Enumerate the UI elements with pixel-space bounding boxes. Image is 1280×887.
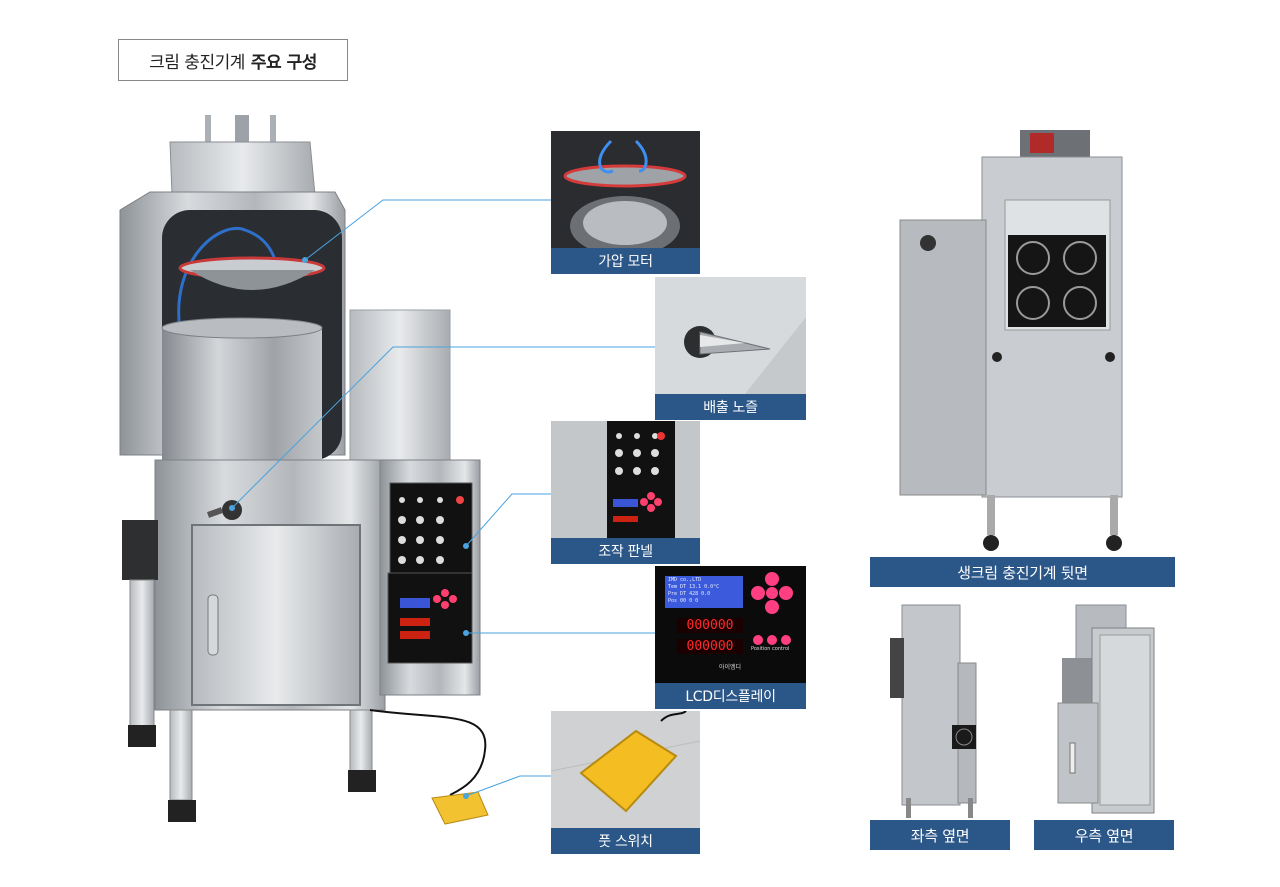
title-normal: 크림 충진기계 [149, 52, 245, 73]
foot-switch-closeup-image [551, 711, 700, 828]
position-dpad [751, 572, 793, 614]
position-control-label: Position control [751, 646, 790, 652]
photo-back-view: 생크림 충진기계 뒷면 [870, 125, 1175, 587]
panel-closeup-image [551, 421, 700, 538]
lcd-line-1: IMD co.,LTD [668, 577, 702, 583]
nozzle-closeup-image [655, 277, 806, 394]
caption-foot-switch: 풋 스위치 [551, 828, 700, 854]
title-bold: 주요 구성 [250, 52, 317, 73]
right-view-image [1057, 604, 1155, 814]
page-title: 크림 충진기계 주요 구성 [118, 39, 348, 81]
photo-foot-switch: 풋 스위치 [551, 711, 700, 854]
caption-motor: 가압 모터 [551, 248, 700, 274]
position-buttons [753, 630, 791, 649]
photo-lcd: IMD co.,LTD Tem DT 13.1 0.0°C Pre DT 428… [655, 566, 806, 709]
lcd-screen: IMD co.,LTD Tem DT 13.1 0.0°C Pre DT 428… [665, 576, 743, 608]
left-view-image [890, 604, 977, 818]
counter-2: 000000 [677, 639, 743, 654]
counter-1: 000000 [677, 618, 743, 633]
lcd-line-3: Pre DT 428 0.0 [668, 591, 711, 597]
back-view-image [899, 130, 1123, 551]
caption-back-view: 생크림 충진기계 뒷면 [870, 557, 1175, 587]
photo-nozzle: 배출 노즐 [655, 277, 806, 420]
photo-panel: 조작 판넬 [551, 421, 700, 564]
motor-closeup-image [551, 131, 700, 256]
caption-nozzle: 배출 노즐 [655, 394, 806, 420]
lcd-line-2: Tem DT 13.1 0.0°C [668, 584, 720, 590]
photo-right-view: 우측 옆면 [1034, 603, 1174, 850]
caption-right-view: 우측 옆면 [1034, 820, 1174, 850]
caption-lcd: LCD디스플레이 [655, 683, 806, 709]
main-machine-photo [119, 115, 489, 825]
caption-left-view: 좌측 옆면 [870, 820, 1010, 850]
photo-motor: 가압 모터 [551, 131, 700, 274]
photo-left-view: 좌측 옆면 [870, 603, 1010, 850]
lcd-line-4: Pos 00 0 0 [668, 598, 699, 604]
caption-panel: 조작 판넬 [551, 538, 700, 564]
brand-label: 아이엠디 [719, 664, 742, 671]
